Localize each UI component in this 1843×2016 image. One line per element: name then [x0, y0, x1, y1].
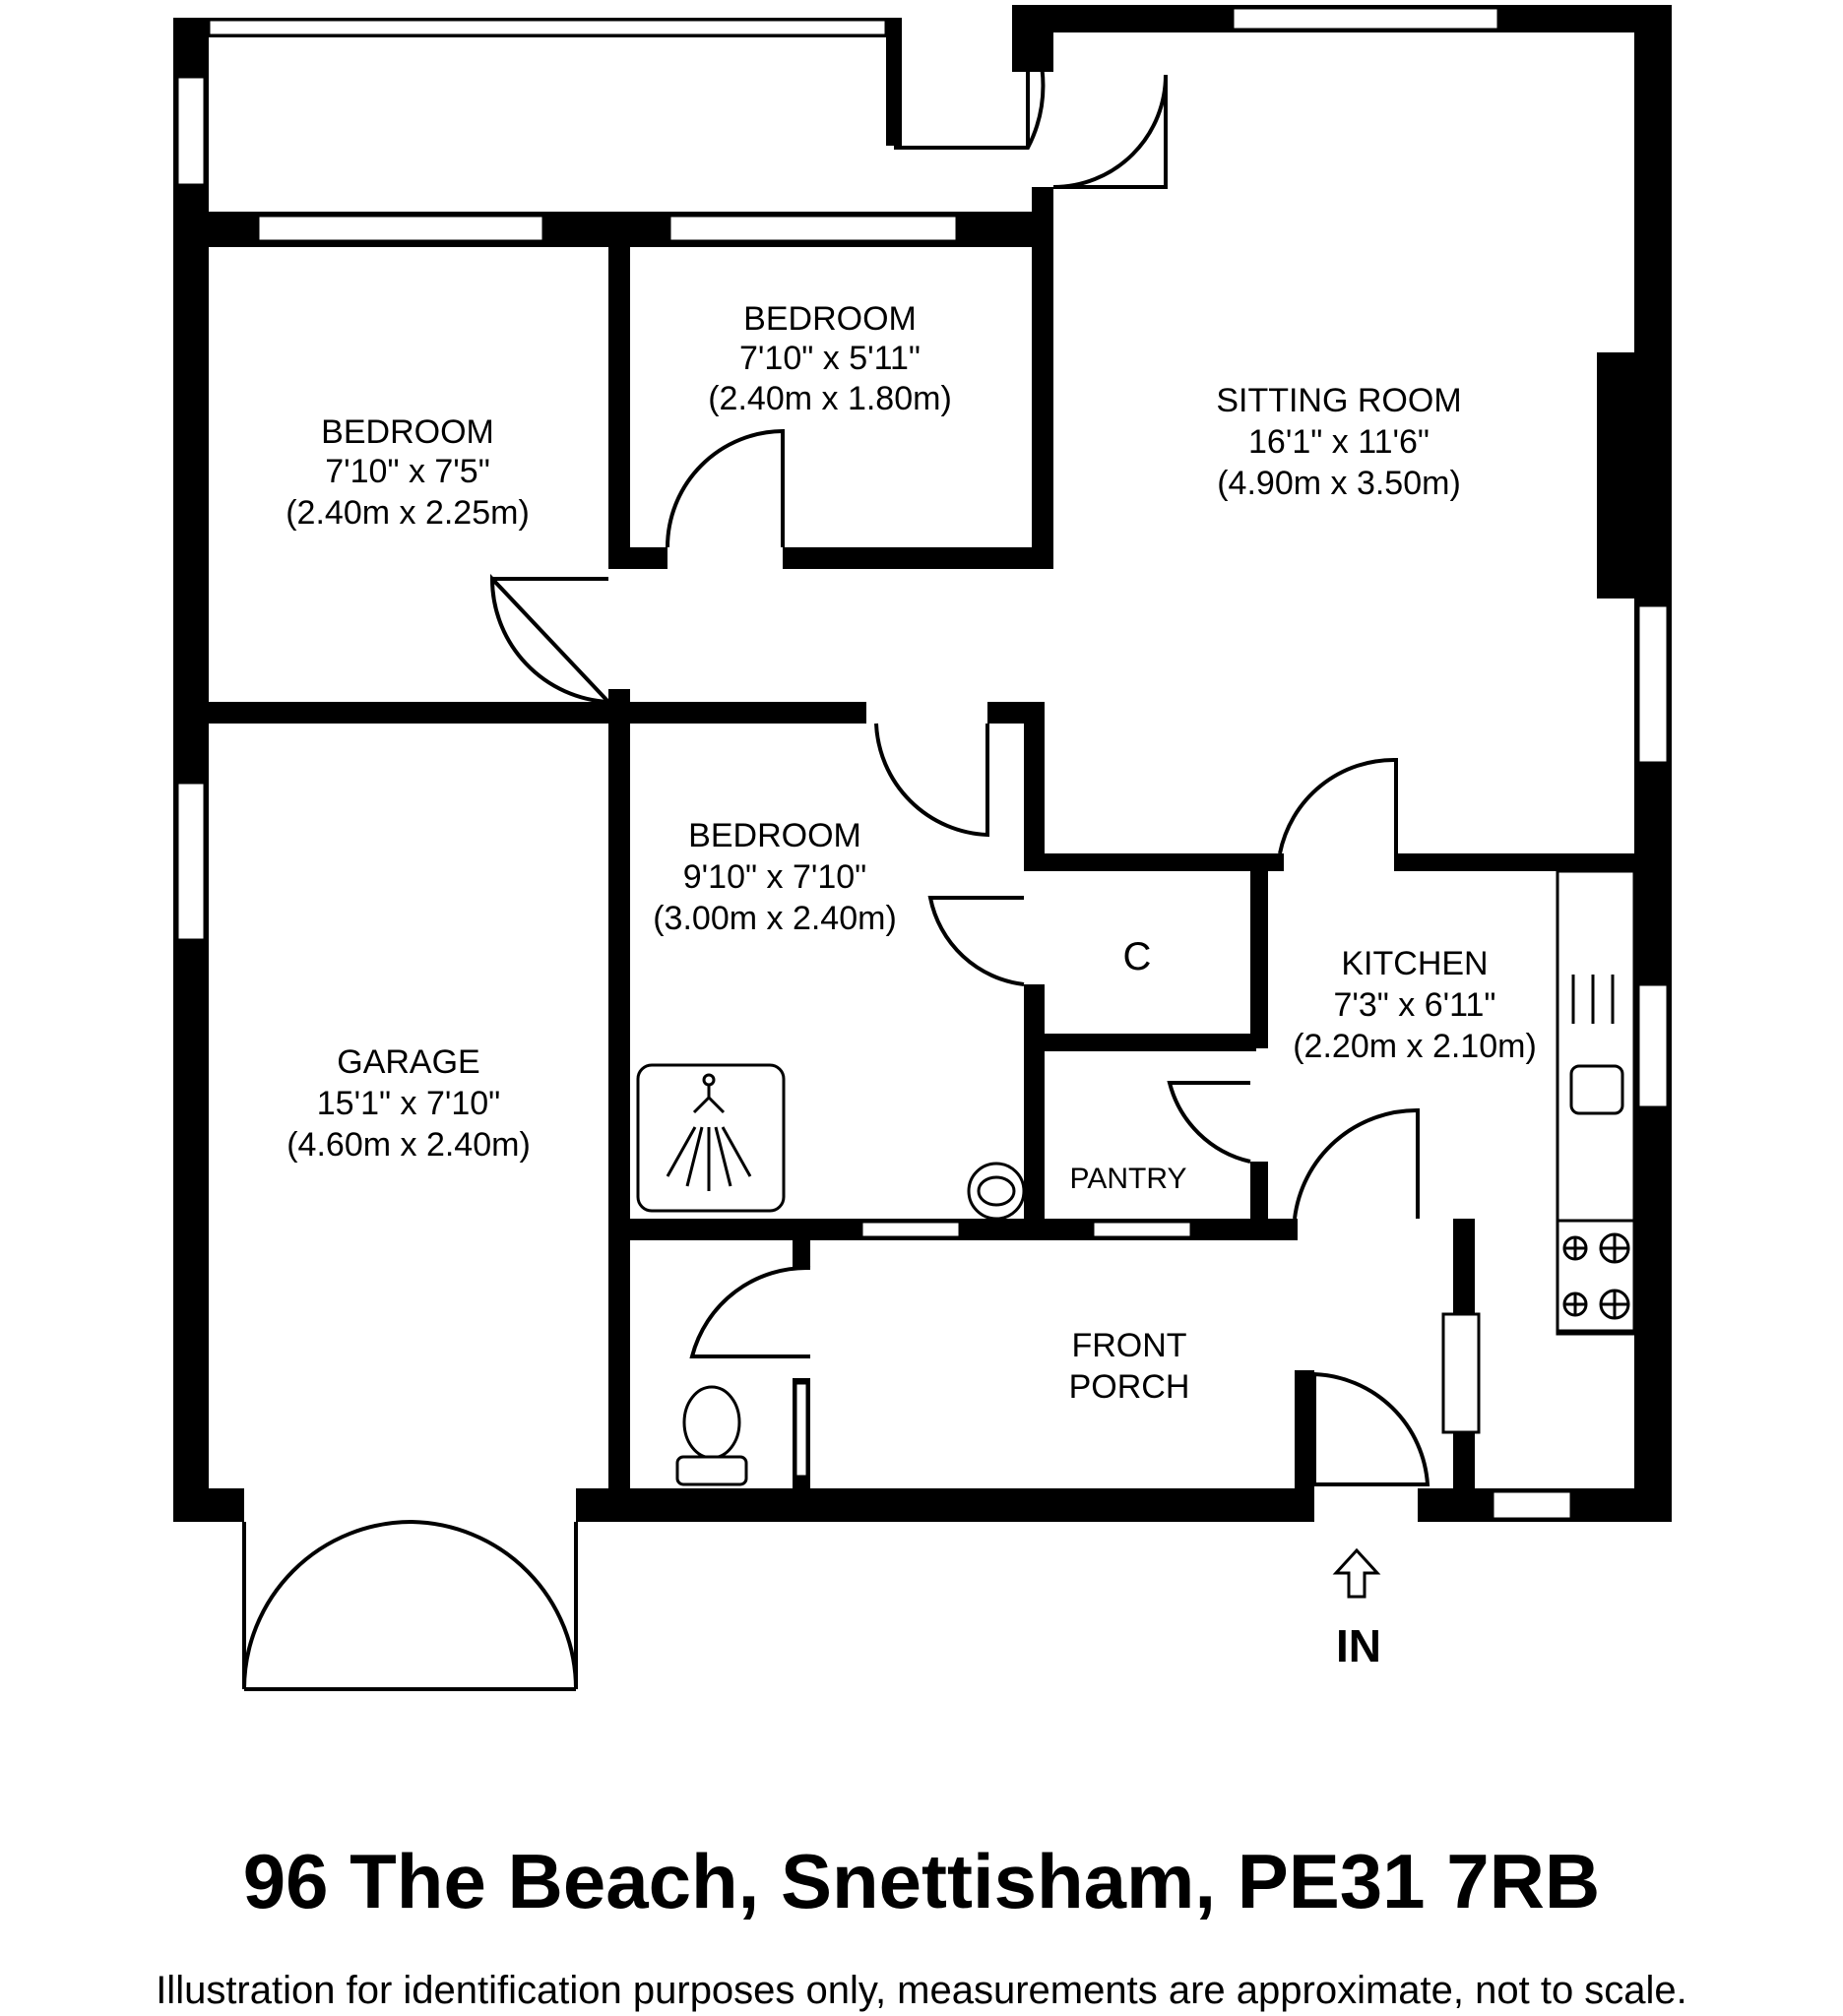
room-name: BEDROOM	[321, 413, 494, 451]
door-lobby-b	[1052, 74, 1168, 189]
wall-wc-divider	[793, 1219, 810, 1268]
window-bed2-top	[667, 214, 959, 243]
door-front	[1312, 1371, 1430, 1486]
garage-door-right	[411, 1520, 578, 1690]
room-label-kitchen: KITCHEN 7'3" x 6'11" (2.20m x 2.10m)	[1293, 945, 1537, 1065]
arrow-up-icon	[1332, 1547, 1381, 1599]
room-dims-imperial: 7'10" x 5'11"	[739, 340, 921, 377]
wall-bed2-bottom-a	[608, 547, 667, 569]
fixtures	[636, 869, 1636, 1486]
room-dims-metric: (3.00m x 2.40m)	[653, 900, 897, 937]
window-bed1-top	[256, 214, 545, 243]
window-garage-left	[175, 781, 207, 942]
room-label-front-porch: FRONT PORCH	[1069, 1327, 1190, 1406]
window-bed3-bottom-b	[1091, 1220, 1193, 1239]
room-label-bedroom-left: BEDROOM 7'10" x 7'5" (2.40m x 2.25m)	[286, 413, 530, 532]
garage-door-left	[242, 1520, 413, 1690]
wall-bed3-right-a	[1024, 702, 1045, 857]
wall-bed1-bottom	[173, 702, 620, 724]
room-name: BEDROOM	[688, 817, 861, 854]
room-dims-imperial: 7'3" x 6'11"	[1333, 986, 1495, 1024]
room-name-line2: PORCH	[1069, 1368, 1190, 1406]
door-bed2	[666, 428, 785, 548]
room-label-sitting-room: SITTING ROOM 16'1" x 11'6" (4.90m x 3.50…	[1216, 382, 1461, 502]
window-kitchen-bottom	[1491, 1489, 1573, 1521]
room-dims-imperial: 9'10" x 7'10"	[683, 858, 866, 896]
wall-bed2-right	[1032, 244, 1053, 569]
wall-bed3-top	[608, 702, 866, 724]
room-dims-metric: (4.90m x 3.50m)	[1217, 465, 1461, 502]
doors	[242, 23, 1430, 1691]
hob-icon	[1562, 1232, 1630, 1320]
room-dims-metric: (4.60m x 2.40m)	[286, 1126, 531, 1164]
wall-bed3-right-b	[1024, 984, 1045, 1240]
room-name: GARAGE	[337, 1043, 479, 1081]
door-kitchen	[1278, 757, 1398, 854]
address-title: 96 The Beach, Snettisham, PE31 7RB	[243, 1838, 1601, 1924]
wall-cupboard-top	[1024, 853, 1284, 871]
window-bed3-bottom-a	[859, 1220, 962, 1239]
cooker	[1556, 1219, 1636, 1333]
wall-outer-left	[173, 18, 209, 1522]
door-lobby-a	[894, 23, 1046, 150]
wall-pantry-top	[1024, 1034, 1256, 1051]
shower-icon	[666, 1073, 752, 1191]
wall-pantry-right	[1250, 1162, 1268, 1240]
shower-tray	[636, 1063, 786, 1213]
chimney-breast	[1597, 352, 1638, 598]
door-pantry	[1167, 1081, 1251, 1164]
door-kitchen-porch	[1293, 1107, 1420, 1220]
window-strip-top-left	[207, 18, 888, 37]
room-name: SITTING ROOM	[1216, 382, 1461, 419]
door-bed1	[489, 573, 610, 704]
wall-bed2-bottom-b	[783, 547, 1053, 569]
wall-bottom-mid	[576, 1488, 1295, 1522]
room-dims-imperial: 7'10" x 7'5"	[325, 453, 490, 490]
room-dims-metric: (2.20m x 2.10m)	[1293, 1028, 1537, 1065]
room-label-garage: GARAGE 15'1" x 7'10" (4.60m x 2.40m)	[286, 1043, 531, 1164]
wall-bed-divider	[608, 244, 630, 569]
window-sitting-right	[1636, 603, 1670, 765]
door-cupboard	[927, 896, 1025, 986]
toilet-icon	[675, 1385, 748, 1486]
room-label-cupboard: C	[1123, 935, 1152, 978]
door-bed3	[874, 723, 989, 838]
sink-icon	[1569, 975, 1624, 1115]
room-name: BEDROOM	[743, 300, 917, 338]
door-wc	[689, 1265, 811, 1358]
room-dims-metric: (2.40m x 2.25m)	[286, 494, 530, 532]
room-label-bedroom-top: BEDROOM 7'10" x 5'11" (2.40m x 1.80m)	[708, 300, 952, 417]
room-name: KITCHEN	[1341, 945, 1488, 982]
entrance-label: IN	[1336, 1620, 1381, 1671]
window-wc	[794, 1381, 809, 1479]
window-left-top	[175, 75, 207, 187]
room-dims-imperial: 15'1" x 7'10"	[317, 1085, 500, 1122]
basin-icon	[967, 1162, 1026, 1221]
room-dims-metric: (2.40m x 1.80m)	[708, 380, 952, 417]
wall-bottom-left	[173, 1488, 244, 1522]
window-sitting-top	[1231, 6, 1500, 32]
wall-porch-door-jamb	[1295, 1370, 1314, 1522]
room-name-line1: FRONT	[1071, 1327, 1186, 1364]
disclaimer: Illustration for identification purposes…	[156, 1969, 1687, 2012]
window-kitchen-right	[1636, 982, 1670, 1109]
room-dims-imperial: 16'1" x 11'6"	[1248, 423, 1430, 461]
wall-strip-end	[886, 18, 902, 146]
wall-garage-right	[608, 689, 630, 1488]
room-label-pantry: PANTRY	[1070, 1163, 1187, 1195]
room-label-bedroom-mid: BEDROOM 9'10" x 7'10" (3.00m x 2.40m)	[653, 817, 897, 937]
windows	[175, 6, 1670, 1521]
window-porch-side	[1441, 1312, 1481, 1434]
wall-kitchen-left	[1250, 871, 1268, 1048]
wall-kitchen-top	[1394, 853, 1672, 871]
